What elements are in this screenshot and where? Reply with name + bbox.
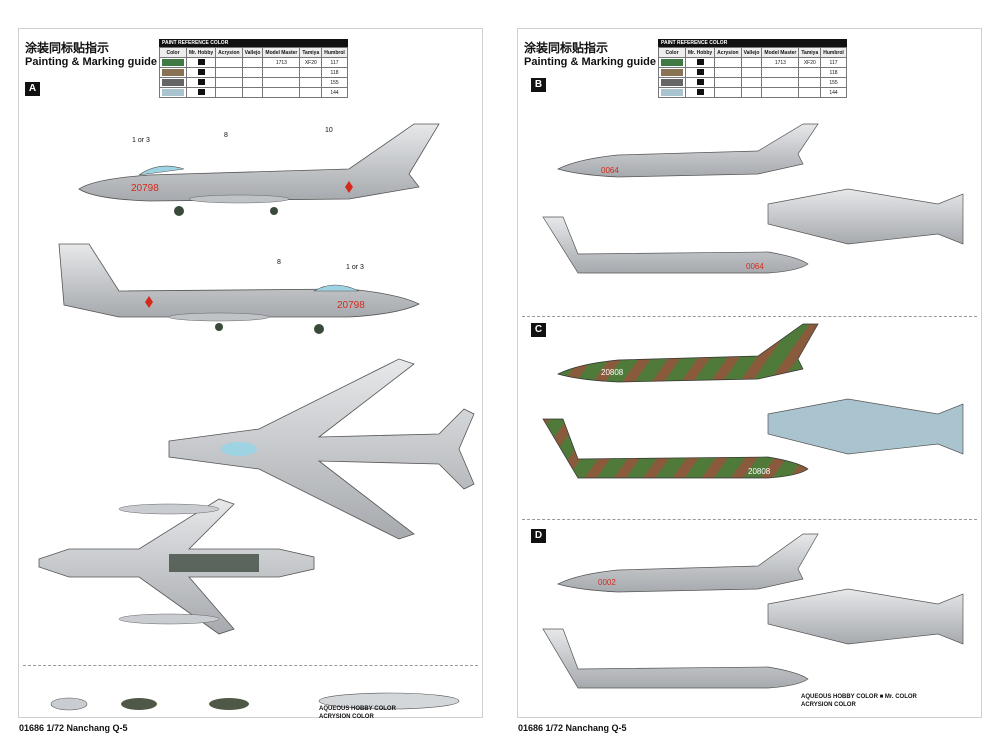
color-swatch: [162, 59, 184, 66]
legend-acrysion: ACRYSION COLOR: [319, 714, 374, 720]
aircraft-bottom-view: [38, 498, 315, 635]
callout-1: 1 or 3: [132, 137, 150, 144]
aircraft-side-view-1: 20798: [78, 123, 440, 216]
title-chinese-right: 涂装同标贴指示: [524, 41, 609, 55]
title-english-right: Painting & Marking guide: [524, 56, 657, 68]
instruction-sheet-left: 涂装同标贴指示 Painting & Marking guide PAINT R…: [18, 28, 483, 733]
section-label-d: D: [531, 529, 546, 543]
serial-b-2: 0064: [746, 262, 764, 271]
section-label-b: B: [531, 78, 546, 92]
aircraft-profiles-right: 0064 0064 20808 20808 0002: [542, 123, 964, 689]
serial-d: 0002: [598, 578, 616, 587]
color-swatch: [162, 69, 184, 76]
serial-b: 0064: [601, 166, 619, 175]
title-english: Painting & Marking guide: [25, 56, 158, 68]
serial-number: 20798: [131, 183, 159, 194]
callout-5: 1 or 3: [346, 264, 364, 271]
section-label-a: A: [25, 82, 40, 96]
aircraft-top-view: [168, 358, 475, 540]
stores-row: [50, 692, 460, 711]
paint-legend-right: AQUEOUS HOBBY COLOR ■ Mr. COLOR ACRYSION…: [801, 694, 917, 708]
table-row: 118: [159, 67, 348, 78]
section-d-aircraft: 0002: [542, 533, 964, 689]
section-b-aircraft: 0064 0064: [542, 123, 964, 274]
color-swatch: [162, 79, 184, 86]
footer-label-right: 01686 1/72 Nanchang Q-5: [518, 723, 627, 733]
title-chinese: 涂装同标贴指示: [25, 41, 110, 55]
divider-bc: [522, 316, 977, 317]
color-swatch: [162, 89, 184, 96]
section-divider: [23, 665, 478, 666]
callout-2: 8: [224, 132, 228, 139]
section-label-c: C: [531, 323, 546, 337]
aircraft-side-view-2: 20798: [58, 243, 420, 334]
divider-cd: [522, 519, 977, 520]
callout-4: 8: [277, 259, 281, 266]
serial-c: 20808: [601, 368, 624, 377]
table-row: 144: [159, 87, 348, 98]
instruction-sheet-right: 涂装同标贴指示 Painting & Marking guide PAINT R…: [517, 28, 982, 733]
section-c-aircraft: 20808 20808: [542, 323, 964, 479]
footer-label-left: 01686 1/72 Nanchang Q-5: [19, 723, 128, 733]
paint-legend-left: AQUEOUS HOBBY COLOR ACRYSION COLOR: [319, 705, 396, 721]
serial-number-2: 20798: [337, 300, 365, 311]
paint-reference-table: PAINT REFERENCE COLOR Color Mr. Hobby Ac…: [159, 39, 348, 98]
aircraft-profiles-left: 20798 20798: [38, 123, 475, 711]
serial-c-2: 20808: [748, 467, 771, 476]
paint-reference-table-right: PAINT REFERENCE COLOR Color Mr. Hobby Ac…: [658, 39, 847, 98]
table-row: 144: [658, 87, 847, 98]
paint-table-caption: PAINT REFERENCE COLOR: [159, 39, 348, 47]
legend-aqueous: AQUEOUS HOBBY COLOR: [319, 706, 396, 712]
callout-3: 10: [325, 127, 333, 134]
